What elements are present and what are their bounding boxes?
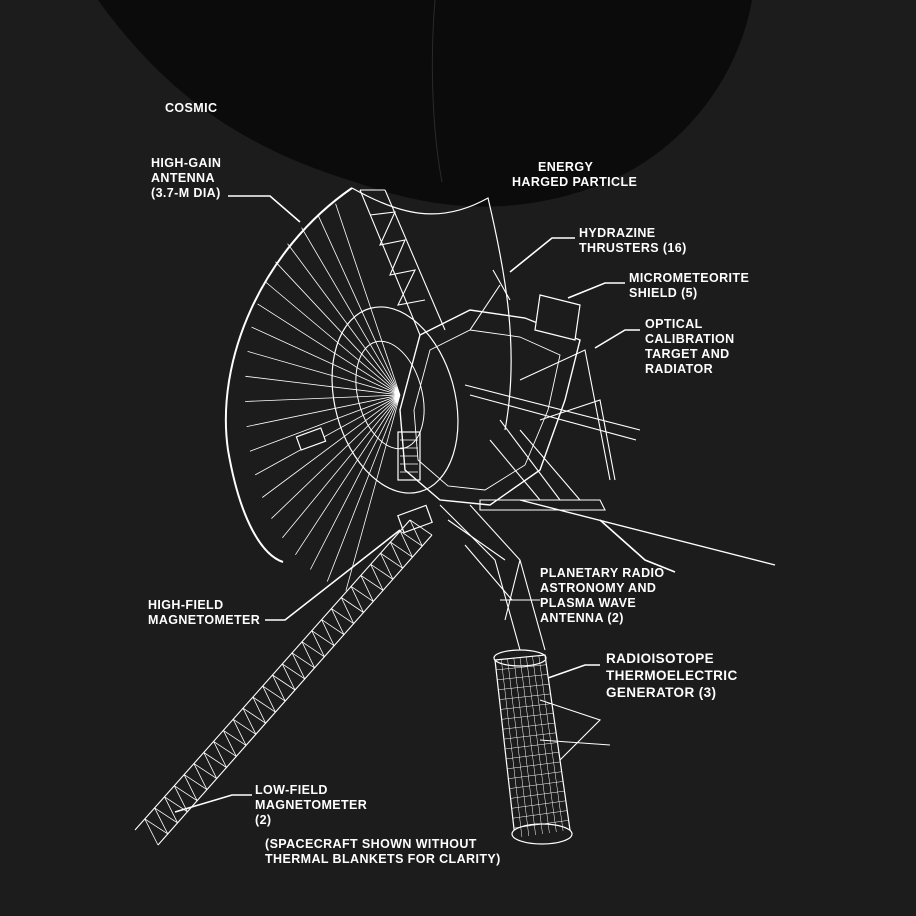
label-low-field-magnetometer: LOW-FIELD MAGNETOMETER (2) — [255, 783, 368, 827]
label-rtg: RADIOISOTOPE THERMOELECTRIC GENERATOR (3… — [606, 651, 738, 700]
leader-planetary-radio — [599, 519, 676, 573]
leader-micrometeorite — [567, 282, 625, 299]
leader-hydrazine — [509, 237, 575, 273]
label-low-energy-particle: ENERGY HARGED PARTICLE — [512, 160, 638, 189]
magnetometer-box — [295, 427, 327, 451]
planetary-radio-antenna — [519, 499, 776, 566]
leader-rtg — [547, 664, 600, 679]
leader-low-field — [174, 794, 252, 813]
label-hydrazine-thrusters: HYDRAZINE THRUSTERS (16) — [579, 226, 687, 255]
magnetometer-boom — [134, 504, 433, 846]
science-boom-truss — [464, 349, 641, 511]
dark-shape-edge-line — [431, 0, 443, 183]
label-cosmic-ray: COSMIC — [165, 101, 218, 115]
leader-optical — [594, 329, 640, 349]
high-gain-antenna-dish — [224, 187, 512, 591]
leader-high-field — [265, 529, 401, 621]
label-optical-calibration: OPTICAL CALIBRATION TARGET AND RADIATOR — [645, 317, 735, 376]
micrometeorite-shield — [534, 294, 581, 341]
rtg-boom — [439, 504, 611, 761]
label-high-field-magnetometer: HIGH-FIELD MAGNETOMETER — [148, 598, 261, 627]
feed-support-truss — [359, 189, 511, 336]
leader-high-gain — [228, 195, 301, 223]
spacecraft-bus — [397, 309, 581, 506]
caption-thermal-blankets: (SPACECRAFT SHOWN WITHOUT THERMAL BLANKE… — [265, 837, 501, 866]
leader-lines — [174, 195, 676, 813]
label-high-gain-antenna: HIGH-GAIN ANTENNA (3.7-m DIA) — [151, 156, 222, 200]
dark-occluding-shape — [98, 0, 752, 207]
label-planetary-radio: PLANETARY RADIO ASTRONOMY AND PLASMA WAV… — [540, 566, 665, 625]
rtg-canisters — [493, 649, 573, 845]
label-micrometeorite-shield: MICROMETEORITE SHIELD (5) — [629, 271, 750, 300]
